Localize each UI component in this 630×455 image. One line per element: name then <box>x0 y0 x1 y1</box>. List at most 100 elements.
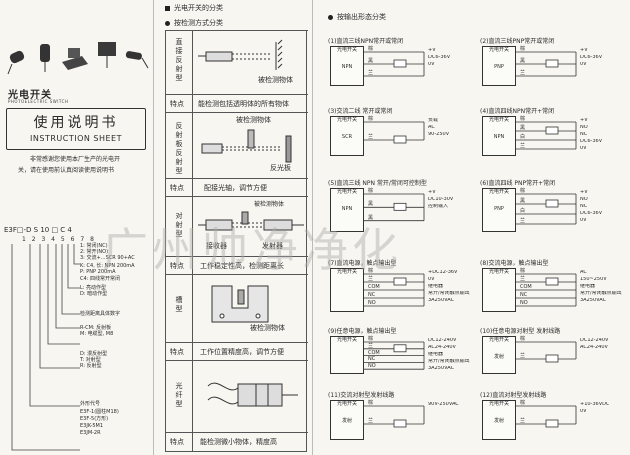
feature-text: 工作位置精度高，调节方便 <box>200 348 284 356</box>
wire-color-label: NC <box>368 292 376 298</box>
wire-color-label: 黑 <box>368 201 374 208</box>
wire-color-label: NO <box>368 363 376 370</box>
model-code: E3F□-D S 10 □ C 4 <box>4 226 72 234</box>
desc-item: 检测距离具体数字 <box>80 311 121 317</box>
voltage-label: 常开/常闭触点输出 <box>428 291 470 296</box>
switch-box-label: 光电开关 <box>488 337 509 343</box>
switch-box-label: SCR <box>341 134 353 140</box>
voltage-label: 0V <box>428 277 435 282</box>
heading-text: 光电开关的分类 <box>174 4 223 12</box>
middle-panel: 光电开关的分类 按检测方式分类 直接反射型 特点 能检测包括透明体的所有物体 反… <box>155 0 311 455</box>
desc-item: P: PNP 200mA <box>80 269 116 275</box>
desc-item: 2: 常开(NO) <box>80 249 109 255</box>
desc-item: M: 电缆型, M8 <box>80 331 114 337</box>
switch-box-label: NPN <box>493 134 505 140</box>
manual-title-cn: 使用说明书 <box>33 115 119 131</box>
classification-table: 直接反射型 特点 能检测包括透明体的所有物体 反射板反射型 特点 配接光轴，调节… <box>165 30 308 452</box>
switch-box-label: 发射 <box>493 418 504 424</box>
load-symbol <box>393 202 407 211</box>
diagram-title: (8)交流电源，触点输出型 <box>480 260 549 267</box>
wire-color-label: 棕 <box>368 336 374 342</box>
wire-color-label: 兰 <box>520 218 526 224</box>
switch-box-label: NPN <box>341 206 353 212</box>
wire-color-label: 白 <box>520 134 526 140</box>
wire-color-label: 兰 <box>368 70 374 76</box>
heading-text: 按输出形态分类 <box>337 13 386 21</box>
detected-object-caption: 被检测物体 <box>258 76 293 84</box>
direct-reflection-diagram <box>198 39 283 70</box>
row-label-feature: 特点 <box>170 184 184 192</box>
switch-box: 光电开关 <box>330 336 364 374</box>
wiring-lines <box>364 405 425 428</box>
voltage-label: AC <box>580 270 587 275</box>
load-symbol <box>545 126 559 135</box>
wire-color-label: 兰 <box>520 418 526 424</box>
diagram-title: (11)交流对射型发射线路 <box>328 392 395 399</box>
switch-box-label: PNP <box>494 206 504 212</box>
row-label-fiber: 光纤型 <box>175 382 183 408</box>
voltage-label: DC12-240V <box>428 338 457 343</box>
thanks-line-2: 关，请在使用前认真阅读使用说明书 <box>18 167 115 174</box>
voltage-label: +V <box>580 118 588 123</box>
receiver-caption: 接收器 <box>206 242 227 250</box>
row-label-slot: 槽型 <box>175 296 183 313</box>
switch-box-label: 光电开关 <box>336 337 357 343</box>
manual-title-box: 使用说明书 INSTRUCTION SHEET <box>6 108 146 150</box>
wire-color-label: 棕 <box>520 46 526 52</box>
voltage-label: 继电器 <box>428 284 444 289</box>
desc-item: K: C4, 长: NPN 200mA <box>80 263 135 269</box>
voltage-label: 3A250VAC <box>428 366 455 371</box>
feature-text: 配接光轴，调节方便 <box>204 184 267 192</box>
switch-box-label: 发射 <box>341 418 352 424</box>
desc-item: 外形代号 <box>80 401 101 407</box>
thanks-line-1: 非常感谢您使用本厂生产的光电开 <box>30 156 121 163</box>
desc-item: D: 暗动作型 <box>80 291 108 297</box>
feature-text: 工作稳定性高，检测距离长 <box>200 262 284 270</box>
wire-color-label: 棕 <box>368 400 374 406</box>
voltage-label: 常开/常闭触点输出 <box>428 359 470 364</box>
load-symbol <box>393 344 407 353</box>
desc-item: R-CM: 反射板 <box>80 325 112 331</box>
row-label-direct: 直接反射型 <box>175 38 183 82</box>
detected-object-caption: 被检测物体 <box>254 201 285 208</box>
wire-color-label: 兰 <box>520 70 526 76</box>
row-label-reflector: 反射板反射型 <box>175 122 183 175</box>
sensor-products-illustration <box>7 42 149 75</box>
wire-color-label: 兰 <box>520 143 526 149</box>
switch-box-label: PNP <box>494 64 504 70</box>
switch-box: 光电开关发射 <box>482 400 516 440</box>
desc-item: R: 反射型 <box>80 363 102 369</box>
right-heading: 按输出形态分类 <box>328 12 386 22</box>
desc-item: C4: 四线常开常闭 <box>80 276 120 282</box>
row-label-feature: 特点 <box>170 100 184 108</box>
switch-box: 光电开关 <box>330 268 364 312</box>
wiring-lines <box>364 121 425 144</box>
desc-item: 3: 交流+…SCR 90+AC <box>80 255 135 261</box>
voltage-label: 继电器 <box>428 352 444 357</box>
voltage-label: +V <box>428 190 436 195</box>
voltage-label: 0V <box>580 146 587 151</box>
voltage-label: NC <box>580 132 588 137</box>
wire-color-label: 兰 <box>368 342 374 349</box>
wire-color-label: 棕 <box>520 116 526 122</box>
row-label-through-beam: 对射型 <box>175 212 183 238</box>
voltage-label: 90V-250VAC <box>428 402 459 407</box>
voltage-label: 控制输入 <box>428 204 449 209</box>
desc-item: E3JK-5M1 <box>80 423 104 429</box>
feature-text: 能检测包括透明体的所有物体 <box>198 100 289 108</box>
diagram-title: (5)直流三线 NPN 常开/常闭可控制型 <box>328 180 427 187</box>
emitter-caption: 发射器 <box>262 242 283 250</box>
manual-title-en: INSTRUCTION SHEET <box>30 134 122 143</box>
wiring-lines <box>516 121 577 150</box>
voltage-label: 常开/常闭触点输出 <box>580 291 622 296</box>
voltage-label: +V <box>428 48 436 53</box>
load-symbol <box>545 199 559 208</box>
